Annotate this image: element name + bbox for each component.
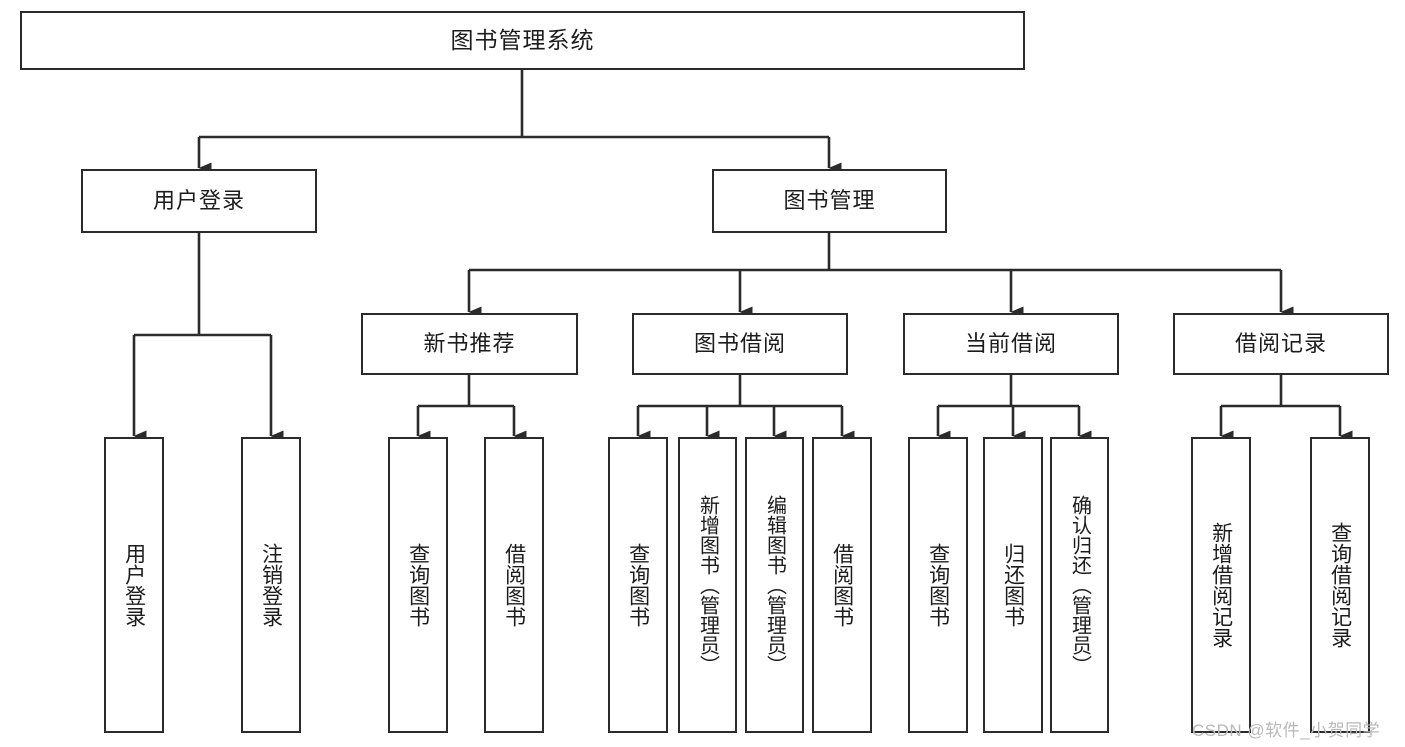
node-leaf-user-login-label: 用户登录	[122, 543, 146, 627]
node-book-borrow-label: 图书借阅	[693, 331, 786, 357]
node-leaf-add-borrow-record-label: 新增借阅记录	[1209, 522, 1233, 648]
node-borrow-record-label: 借阅记录	[1234, 331, 1327, 357]
node-leaf-borrow-book-rec[interactable]: 借阅图书	[484, 437, 544, 733]
node-user-login-label: 用户登录	[152, 188, 245, 214]
node-leaf-add-book-admin-label: 新增图书（管理员）	[696, 495, 719, 675]
node-leaf-add-book-admin[interactable]: 新增图书（管理员）	[678, 437, 737, 733]
node-leaf-borrow-book-rec-label: 借阅图书	[502, 543, 526, 627]
node-root-图书管理系统-label: 图书管理系统	[450, 27, 595, 54]
node-leaf-logout-login[interactable]: 注销登录	[241, 437, 301, 733]
node-leaf-user-login[interactable]: 用户登录	[104, 437, 164, 733]
node-leaf-query-book-borrow-label: 查询图书	[626, 543, 650, 627]
node-leaf-edit-book-admin[interactable]: 编辑图书（管理员）	[745, 437, 804, 733]
node-borrow-record[interactable]: 借阅记录	[1173, 313, 1389, 375]
node-root-图书管理系统[interactable]: 图书管理系统	[20, 11, 1025, 70]
node-leaf-logout-login-label: 注销登录	[259, 543, 283, 627]
node-leaf-query-borrow-record[interactable]: 查询借阅记录	[1310, 437, 1370, 733]
node-leaf-confirm-return-admin-label: 确认归还（管理员）	[1068, 495, 1091, 675]
node-leaf-add-borrow-record[interactable]: 新增借阅记录	[1191, 437, 1251, 733]
node-current-borrow-label: 当前借阅	[964, 331, 1057, 357]
node-leaf-return-book-label: 归还图书	[1001, 543, 1025, 627]
node-new-book-rec[interactable]: 新书推荐	[361, 313, 578, 375]
node-leaf-query-book-rec-label: 查询图书	[406, 543, 430, 627]
csdn-watermark: CSDN @软件_小贺同学	[1192, 721, 1381, 740]
node-leaf-borrow-book-label: 借阅图书	[830, 543, 854, 627]
node-leaf-edit-book-admin-label: 编辑图书（管理员）	[763, 495, 786, 675]
node-new-book-rec-label: 新书推荐	[423, 331, 516, 357]
node-leaf-confirm-return-admin[interactable]: 确认归还（管理员）	[1050, 437, 1109, 733]
node-book-manage[interactable]: 图书管理	[712, 169, 947, 233]
node-leaf-query-book-borrow[interactable]: 查询图书	[608, 437, 668, 733]
node-leaf-query-book-rec[interactable]: 查询图书	[388, 437, 448, 733]
node-user-login[interactable]: 用户登录	[81, 169, 317, 233]
node-leaf-borrow-book[interactable]: 借阅图书	[812, 437, 872, 733]
node-leaf-query-book-current-label: 查询图书	[926, 543, 950, 627]
node-leaf-return-book[interactable]: 归还图书	[983, 437, 1043, 733]
node-book-manage-label: 图书管理	[783, 188, 876, 214]
node-book-borrow[interactable]: 图书借阅	[632, 313, 848, 375]
node-leaf-query-book-current[interactable]: 查询图书	[908, 437, 968, 733]
node-leaf-query-borrow-record-label: 查询借阅记录	[1328, 522, 1352, 648]
node-current-borrow[interactable]: 当前借阅	[903, 313, 1119, 375]
